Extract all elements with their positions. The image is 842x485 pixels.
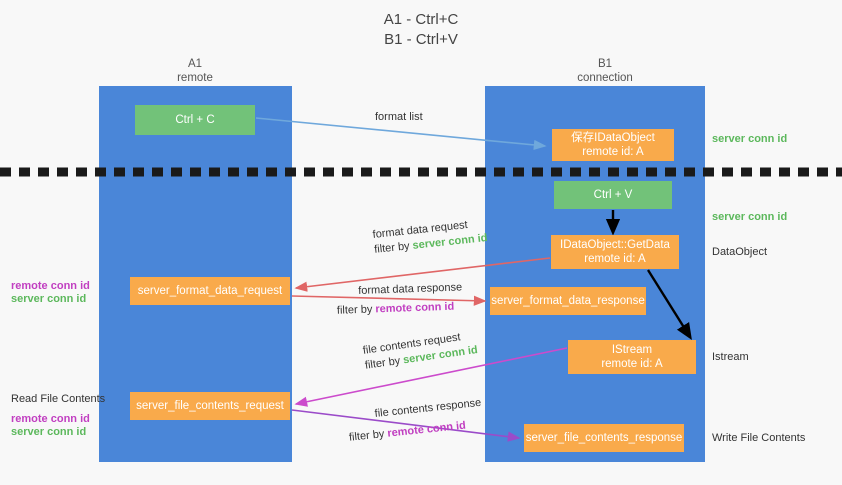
edge-label-line2: filter by remote conn id xyxy=(348,417,484,446)
node-idataobject-getdata[interactable]: IDataObject::GetData remote id: A xyxy=(551,235,679,269)
annotation-server-conn-id-mid: server conn id xyxy=(712,211,788,223)
column-header-b1: B1 connection xyxy=(577,58,633,84)
node-ctrl-v[interactable]: Ctrl + V xyxy=(554,181,672,209)
filter-prefix: filter by xyxy=(336,303,376,317)
page-title: A1 - Ctrl+C B1 - Ctrl+V xyxy=(383,11,459,48)
edge-label-format-data-request: format data request filter by server con… xyxy=(372,216,488,258)
annotation-dataobject: DataObject xyxy=(712,246,768,258)
node-server-format-data-request[interactable]: server_format_data_request xyxy=(130,277,290,305)
node-server-file-contents-request[interactable]: server_file_contents_request xyxy=(130,392,290,420)
node-server-format-data-response[interactable]: server_format_data_response xyxy=(490,287,646,315)
filter-prefix: filter by xyxy=(364,354,405,372)
filter-prefix: filter by xyxy=(373,239,414,256)
node-ctrl-c[interactable]: Ctrl + C xyxy=(135,105,255,135)
annotation-server-conn-id-1: server conn id xyxy=(11,293,87,305)
edge-label-line1: format data response xyxy=(358,281,463,297)
edge-label-format-data-response: format data response filter by remote co… xyxy=(337,280,463,318)
annotation-server-conn-id-top: server conn id xyxy=(712,133,788,145)
node-server-file-contents-response[interactable]: server_file_contents_response xyxy=(524,424,684,452)
annotation-remote-conn-id-1: remote conn id xyxy=(11,280,90,292)
column-header-a1: A1 remote xyxy=(177,58,213,84)
edge-label-file-contents-response: file contents response filter by remote … xyxy=(348,396,484,444)
node-istream[interactable]: IStream remote id: A xyxy=(568,340,696,374)
edge-label-file-contents-request: file contents request filter by server c… xyxy=(362,328,479,374)
filter-key-remote-conn-id: remote conn id xyxy=(386,419,467,440)
edge-label-line2: filter by remote conn id xyxy=(337,299,463,318)
filter-prefix: filter by xyxy=(348,427,389,444)
filter-key-remote-conn-id: remote conn id xyxy=(375,300,455,316)
node-save-idataobject[interactable]: 保存IDataObject remote id: A xyxy=(552,129,674,161)
edge-label-format-list: format list xyxy=(375,111,423,123)
annotation-istream: Istream xyxy=(712,351,749,363)
annotation-read-file-contents: Read File Contents xyxy=(11,393,106,405)
annotation-server-conn-id-2: server conn id xyxy=(11,426,87,438)
annotation-remote-conn-id-2: remote conn id xyxy=(11,413,90,425)
annotation-write-file-contents: Write File Contents xyxy=(712,432,806,444)
